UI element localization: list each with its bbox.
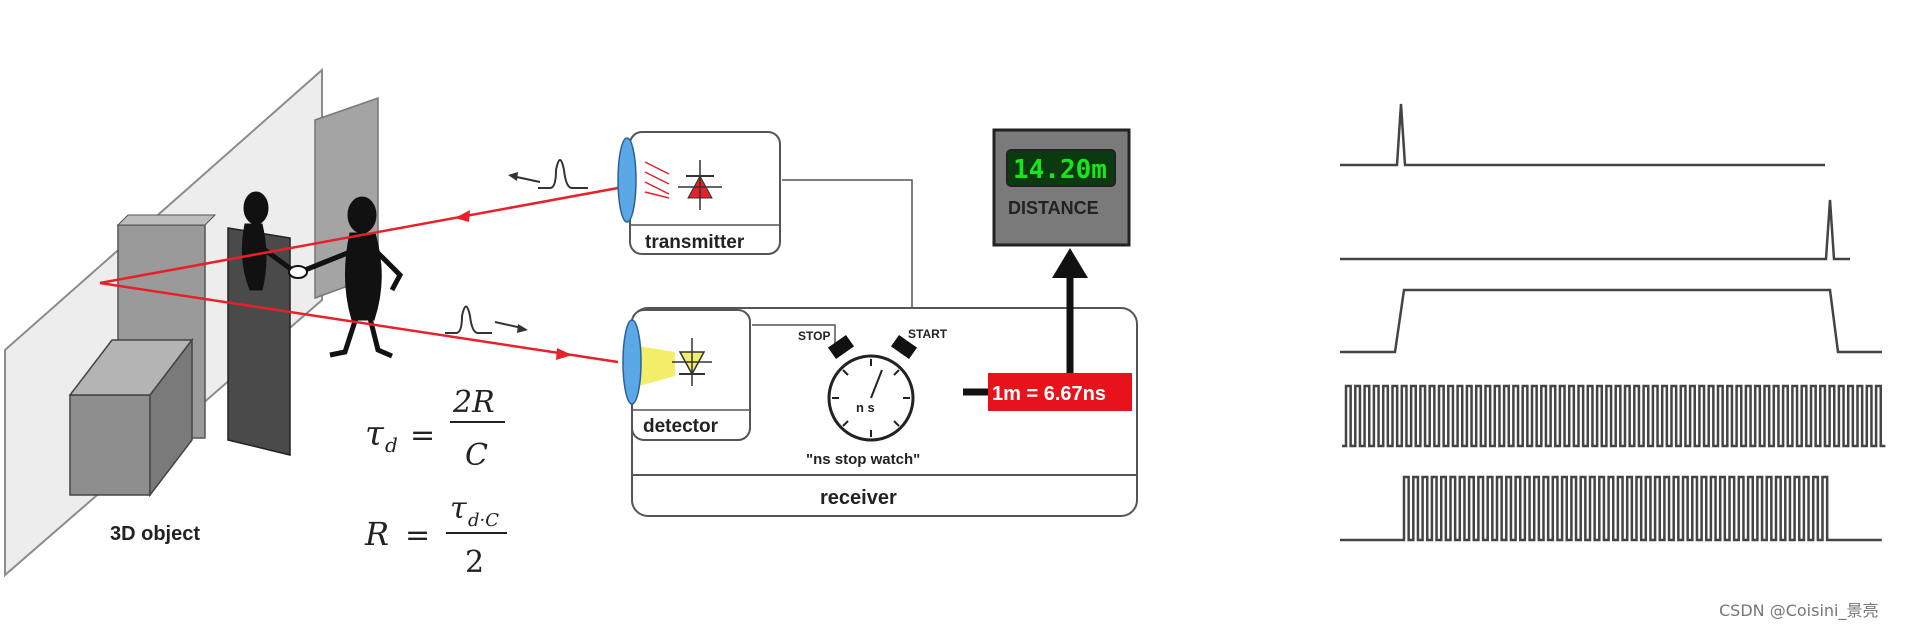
watermark: CSDN @Coisini_景亮 [1719,601,1878,621]
timing-diagram [1340,103,1886,542]
detector-label: detector [643,416,719,437]
return-beam-arrow [556,348,572,360]
3d-scene: 3D object [4,67,404,578]
formula-tof: τ d = 2R C [365,385,505,473]
outgoing-beam-arrow [455,210,470,222]
return-beam [99,281,619,364]
laser-beams [99,159,619,364]
laser-emission-icon [644,161,670,199]
object-label: 3D object [110,523,200,545]
detector-beam-icon [632,345,675,388]
eq1-denominator: C [465,438,488,473]
returned-pulse [445,305,492,334]
transmitter-lens-icon [617,137,637,223]
eq1-tau-sub: d [385,433,398,457]
person-right [299,196,404,359]
stopwatch-icon: STOP START n s [798,327,948,442]
dark-panel [227,227,291,456]
lcd-readout: 14.20m [1013,155,1107,185]
handshake [288,265,308,279]
emitted-pulse-arrowhead-icon [508,172,518,181]
stop-label: STOP [798,329,830,343]
output-arrow-head-icon [1052,248,1088,278]
timing-trace-start-pulse [1340,103,1825,167]
distance-display [992,128,1131,247]
eq1-tau: τ [365,414,385,454]
laser-diode-icon [678,160,722,210]
tof-device: receiver transmitter detector [617,128,1138,517]
emitted-pulse [538,159,588,189]
timing-trace-gate [1340,288,1882,354]
transmitter-label: transmitter [645,232,745,253]
box-front [69,394,151,496]
timing-trace-counted-clock [1340,475,1882,542]
stopwatch-face-label: n s [856,400,875,415]
eq1-equals: = [410,418,435,453]
eq2-num-tau: τ [450,491,467,526]
photodiode-icon [672,338,712,386]
formula-range: R = τ d·C 2 [364,491,507,580]
outgoing-beam [99,186,619,285]
stopwatch-caption: "ns stop watch" [806,451,920,468]
eq2-denominator: 2 [465,545,484,580]
conversion-label: 1m = 6.67ns [992,383,1106,405]
start-wire [782,179,913,325]
tall-block-top [116,214,217,226]
returned-pulse-arrow-icon [494,321,523,329]
returned-pulse-arrowhead-icon [517,324,528,333]
person-left [241,191,297,291]
eq2-lhs: R [364,515,389,553]
eq2-num-sub: d·C [468,510,499,531]
box-side [149,337,193,498]
detector-lens-icon [622,319,642,405]
timing-trace-clock [1342,384,1886,448]
display-label: DISTANCE [1008,198,1099,218]
eq1-numerator: 2R [452,385,495,420]
start-label: START [908,327,948,341]
stop-wire [752,324,836,345]
eq2-equals: = [405,518,430,553]
lcd-panel [1006,149,1116,187]
receiver-label: receiver [820,487,897,509]
timing-trace-stop-pulse [1340,199,1850,261]
conversion-box [988,373,1132,411]
